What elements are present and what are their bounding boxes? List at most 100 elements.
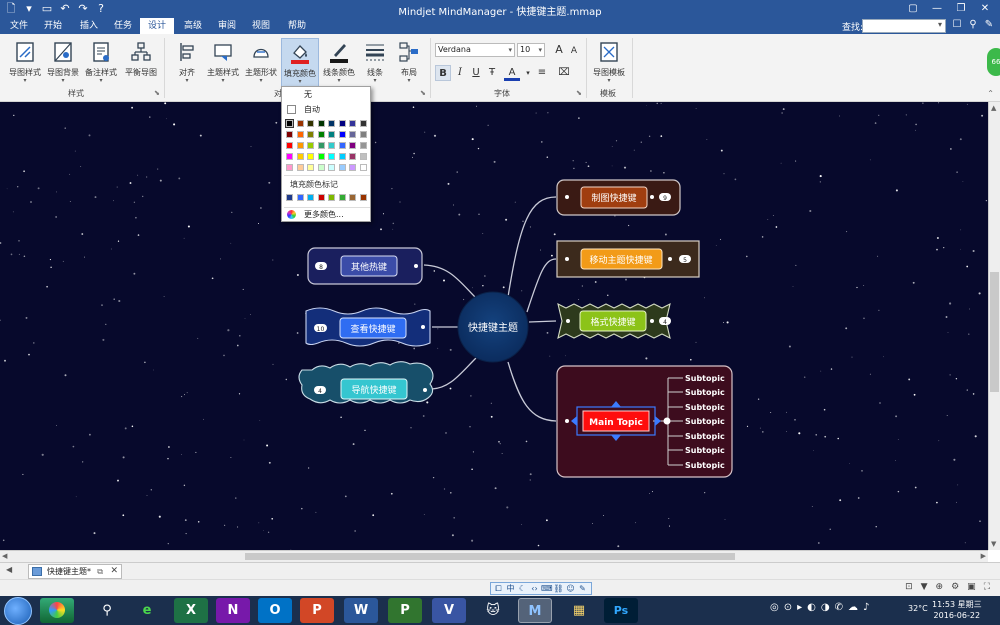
tray-icon[interactable]: ▸	[797, 602, 803, 613]
tab-task[interactable]: 任务	[114, 21, 133, 31]
onenote-icon[interactable]: N	[216, 598, 250, 623]
central-topic[interactable]: 快捷键主题	[457, 291, 529, 363]
fill-color-button[interactable]: 填充颜色 ▾	[281, 38, 319, 88]
start-button[interactable]	[4, 597, 32, 625]
restore-icon[interactable]: ❐	[956, 3, 966, 14]
search-dropdown-icon[interactable]: ▾	[938, 20, 943, 29]
line-color-button[interactable]: 线条颜色 ▾	[320, 38, 358, 88]
redo-icon[interactable]: ↷	[78, 2, 88, 15]
search-options-icon[interactable]: ☐	[952, 19, 962, 30]
font-color-dropdown-icon[interactable]: ▾	[526, 69, 530, 77]
moon-icon[interactable]: ☾	[518, 584, 527, 593]
color-swatch[interactable]	[317, 142, 325, 149]
color-swatch[interactable]	[296, 120, 304, 127]
tab-insert[interactable]: 插入	[80, 21, 99, 31]
open-icon[interactable]: ▾	[26, 2, 32, 15]
fit-map-icon[interactable]: ⊡	[905, 582, 913, 592]
font-color-button[interactable]: A	[504, 65, 520, 81]
topic-shape-button[interactable]: 主题形状 ▾	[242, 38, 280, 88]
help-icon[interactable]: ?	[98, 2, 104, 15]
color-swatch[interactable]	[359, 153, 367, 160]
color-swatch[interactable]	[328, 164, 335, 171]
color-swatch[interactable]	[307, 131, 314, 138]
color-swatch[interactable]	[317, 131, 325, 138]
keyboard-icon[interactable]: ⌨	[541, 584, 553, 593]
object-group-launcher-icon[interactable]: ⬊	[420, 89, 426, 97]
font-size-input[interactable]: 10▾	[517, 43, 545, 57]
person-icon[interactable]: ☺	[566, 584, 575, 593]
topic-drawing-shortcuts[interactable]: 制图快捷键 9	[556, 179, 681, 216]
vertical-scrollbar[interactable]: ▲ ▼	[988, 102, 1000, 550]
pin-icon[interactable]: ⧉	[97, 567, 103, 576]
fullscreen-icon[interactable]: ⛶	[983, 582, 990, 592]
topic-other-hotkeys[interactable]: 其他热键 8	[307, 247, 423, 285]
marker-color-swatch[interactable]	[307, 194, 314, 201]
underline-button[interactable]: U	[472, 67, 480, 78]
tab-advanced[interactable]: 高级	[184, 21, 203, 31]
fill-none-item[interactable]: 无	[304, 90, 312, 99]
subtopic-7[interactable]: Subtopic	[685, 461, 725, 470]
link-icon[interactable]: ⛓	[553, 584, 564, 593]
main-topic-label[interactable]: Main Topic	[589, 418, 643, 428]
scroll-down-icon[interactable]: ▼	[991, 540, 997, 548]
tab-review[interactable]: 审阅	[218, 21, 237, 31]
color-swatch[interactable]	[286, 153, 293, 160]
marker-color-swatch[interactable]	[338, 194, 346, 201]
search-app-icon[interactable]: ⚲	[102, 603, 112, 618]
font-group-launcher-icon[interactable]: ⬊	[576, 89, 582, 97]
topic-navigation-shortcuts[interactable]: 导航快捷键 4	[298, 361, 434, 404]
map-template-button[interactable]: 导图模板 ▾	[590, 38, 628, 88]
zh-icon[interactable]: 中	[506, 584, 515, 593]
subtopic-count-badge[interactable]: 10	[317, 326, 325, 333]
marker-color-swatch[interactable]	[296, 194, 304, 201]
tab-view[interactable]: 视图	[252, 21, 271, 31]
strikethrough-button[interactable]: Ŧ	[488, 67, 496, 78]
shrink-font-icon[interactable]: A	[570, 46, 578, 56]
color-swatch[interactable]	[286, 131, 293, 138]
project-icon[interactable]: P	[388, 598, 422, 623]
subtopic-5[interactable]: Subtopic	[685, 432, 725, 441]
subtopic-6[interactable]: Subtopic	[685, 446, 725, 455]
horizontal-scrollbar[interactable]: ◀ ▶	[0, 550, 988, 562]
marker-color-swatch[interactable]	[349, 194, 356, 201]
chevron-down-icon[interactable]: ▾	[508, 46, 512, 54]
topic-view-shortcuts[interactable]: 查看快捷键 10	[305, 307, 431, 347]
explorer-icon[interactable]: ▦	[572, 603, 586, 618]
powerpoint-icon[interactable]: P	[300, 598, 334, 623]
document-tab[interactable]: 快捷键主题* ⧉ ✕	[28, 564, 122, 579]
tab-help[interactable]: 帮助	[288, 21, 307, 31]
color-swatch[interactable]	[338, 164, 346, 171]
color-swatch[interactable]	[359, 120, 367, 127]
subtopic-2[interactable]: Subtopic	[685, 388, 725, 397]
horizontal-scroll-thumb[interactable]	[245, 553, 735, 560]
grow-font-icon[interactable]: A	[555, 43, 563, 56]
topic-format-shortcuts[interactable]: 格式快捷键 4	[557, 302, 671, 340]
app-icon[interactable]	[40, 598, 74, 623]
color-swatch[interactable]	[349, 164, 356, 171]
update-badge-icon[interactable]: 66	[987, 48, 1000, 76]
bracket-icon[interactable]: ‹›	[531, 584, 538, 593]
clear-format-icon[interactable]: ⌧	[558, 67, 570, 78]
color-swatch[interactable]	[359, 164, 367, 171]
subtopic-count-badge[interactable]: 4	[663, 319, 667, 326]
tray-icon[interactable]: ⊙	[783, 602, 793, 613]
color-swatch[interactable]	[328, 153, 335, 160]
clock[interactable]: 11:53 星期三 2016-06-22	[932, 600, 982, 620]
color-swatch[interactable]	[286, 142, 293, 149]
tray-icon[interactable]: ◐	[807, 602, 816, 613]
pin-icon[interactable]: ✎	[984, 19, 994, 30]
close-icon[interactable]: ✕	[110, 566, 118, 576]
font-name-input[interactable]: Verdana▾	[435, 43, 515, 57]
vertical-scroll-thumb[interactable]	[990, 272, 999, 392]
tray-icon[interactable]: ✆	[834, 602, 844, 613]
color-swatch[interactable]	[296, 131, 304, 138]
subtopic-count-badge[interactable]: 5	[683, 257, 687, 264]
mindmanager-icon[interactable]: M	[518, 598, 552, 623]
scroll-left-icon[interactable]: ◀	[2, 552, 8, 560]
subtopic-count-badge[interactable]: 8	[319, 264, 323, 271]
settings-icon[interactable]: ⚙	[951, 582, 960, 592]
zoom-icon[interactable]: ⊕	[935, 582, 944, 592]
subtopic-3[interactable]: Subtopic	[685, 403, 725, 412]
color-swatch[interactable]	[296, 142, 304, 149]
color-swatch[interactable]	[296, 164, 304, 171]
